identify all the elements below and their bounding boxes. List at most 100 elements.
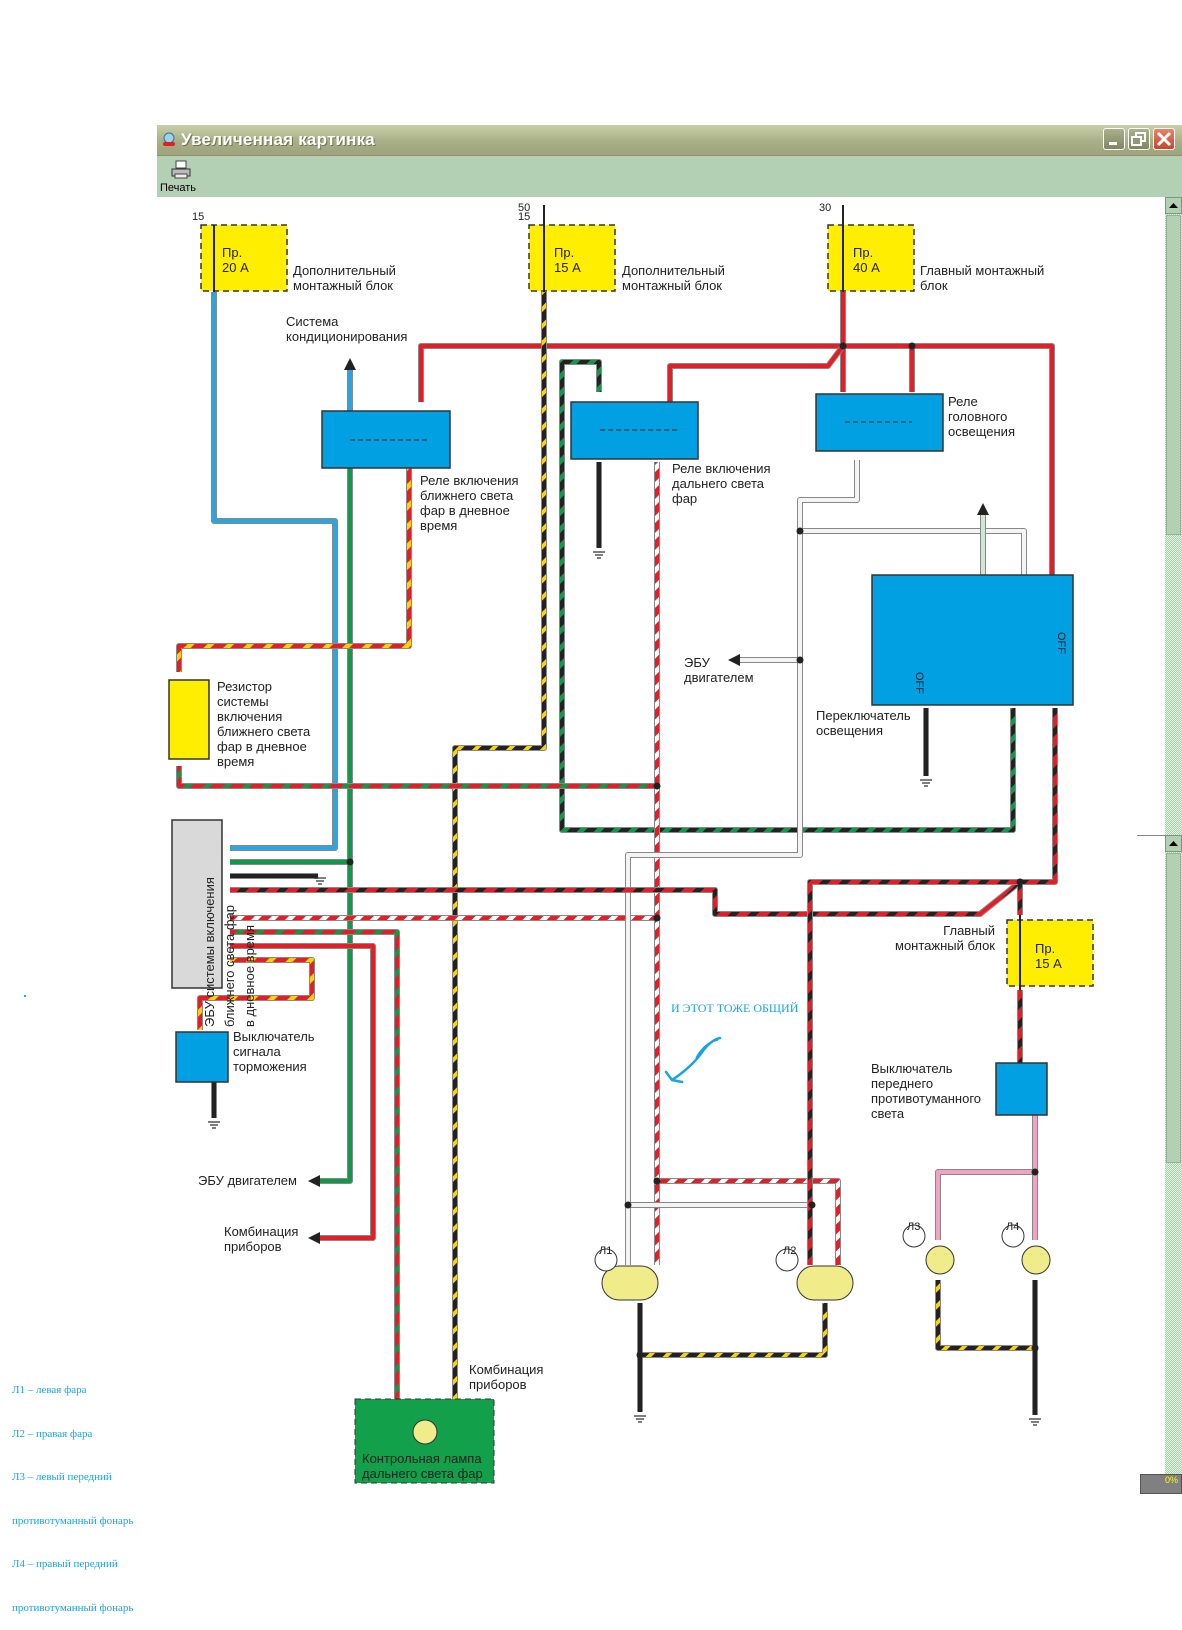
off-label-1: OFF	[913, 672, 925, 694]
junction-dot	[653, 1177, 661, 1185]
terminal-15b-label: 15	[518, 211, 531, 223]
junction-dot	[346, 858, 354, 866]
print-button[interactable]: Печать	[160, 158, 204, 196]
wire-blue	[212, 292, 337, 850]
lamp-l4-tag: Л4	[1006, 1221, 1020, 1233]
instrument-cluster-label-1: Комбинация приборов	[224, 1224, 299, 1254]
fuse-15a-label: Пр. 15 A	[554, 245, 581, 275]
restore-button[interactable]	[1128, 128, 1150, 150]
wire-white-outline	[625, 460, 860, 1265]
zoom-value: 0%	[1164, 1475, 1178, 1485]
arrow-left-icon	[308, 1175, 320, 1187]
wire-white-sw	[800, 529, 1026, 575]
high-beam-lamp-label: Контрольная лампа дальнего света фар	[362, 1451, 483, 1481]
light-switch-label: Переключатель освещения	[816, 708, 911, 738]
lamp-tag-circle	[902, 1224, 926, 1248]
terminal-15-label: 15	[192, 211, 205, 223]
fog-switch	[995, 1062, 1048, 1116]
annotation-arrow-icon	[664, 1036, 722, 1084]
junction-dot	[1031, 1344, 1039, 1352]
ground-icon	[1029, 1418, 1041, 1426]
legend-item: Л2 – правая фара	[12, 1427, 93, 1440]
wire-red-yellow-brake	[198, 958, 314, 1030]
arrow-left-icon	[308, 1232, 320, 1244]
wire-by-l	[640, 1303, 827, 1357]
lamp-l1-tag: Л1	[599, 1245, 613, 1257]
wire-red-cluster	[230, 944, 375, 1240]
resistor-label: Резистор системы включения ближнего свет…	[217, 679, 311, 769]
ground-icon	[208, 1121, 220, 1129]
resistor	[168, 679, 210, 760]
print-label: Печать	[160, 182, 197, 194]
legend-item: Л1 – левая фара	[12, 1384, 87, 1396]
light-switch	[871, 574, 1074, 706]
wire-black-green	[560, 360, 1015, 832]
wire-by-fog	[936, 1280, 1035, 1350]
ground-icon	[593, 551, 605, 559]
junction-dot	[796, 527, 804, 535]
fog-lamp-icon	[1021, 1245, 1051, 1275]
wire-red-black-2-outline	[807, 708, 1058, 1265]
wire-black-yellow-outline	[452, 292, 547, 1400]
scroll-up-button[interactable]	[1165, 197, 1182, 214]
aux-block-label-2: Дополнительный монтажный блок	[622, 263, 725, 293]
lamp-tag-circle	[1001, 1224, 1025, 1248]
wire-white-sw-outline	[800, 528, 1027, 575]
minimize-button[interactable]	[1103, 128, 1125, 150]
drl-ecu	[171, 819, 223, 989]
printer-icon	[171, 160, 191, 179]
scroll-thumb[interactable]	[1166, 215, 1181, 535]
splitter-line	[1137, 835, 1173, 836]
ground-icon	[314, 877, 326, 885]
arrow-up-icon	[1169, 841, 1178, 846]
legend: Л1 – левая фара Л2 – правая фара Л3 – ле…	[12, 1354, 133, 1630]
fuse-15a-fog	[1006, 919, 1094, 987]
scroll-up-button-2[interactable]	[1165, 835, 1182, 852]
junction-dot	[624, 1201, 632, 1209]
wiring-diagram: 15 50 15 30 Пр. 20 A Дополнительный монт…	[157, 197, 1165, 1494]
wire-by-l-outline	[640, 1303, 828, 1358]
wire-by-fog-outline	[935, 1280, 1035, 1351]
arrow-up-icon	[1169, 203, 1178, 208]
wire-red-yellow	[177, 465, 411, 672]
wire-green	[320, 465, 352, 1183]
toolbar: Печать	[157, 156, 1182, 197]
close-button[interactable]	[1153, 128, 1175, 150]
wire-red-black	[230, 880, 1022, 916]
drl-relay-label: Реле включения ближнего света фар в днев…	[420, 473, 519, 533]
window-title: Увеличенная картинка	[181, 130, 375, 149]
vertical-scrollbar[interactable]	[1165, 197, 1182, 1494]
headlamp-icon	[601, 1265, 659, 1301]
wire-red-green-res	[177, 766, 657, 788]
restore-icon	[1131, 132, 1146, 146]
title-bar[interactable]: Увеличенная картинка	[157, 125, 1182, 156]
ac-system-label: Система кондиционирования	[286, 314, 408, 344]
off-label-2: OFF	[1055, 632, 1067, 654]
legend-item: противотуманный фонарь	[12, 1514, 134, 1527]
minimize-icon	[1109, 142, 1117, 145]
engine-ecu-label-2: ЭБУ двигателем	[198, 1173, 297, 1188]
fuse-15a-fog-label: Пр. 15 A	[1035, 941, 1062, 971]
lamp-tag-circle	[775, 1248, 799, 1272]
fuse-20a	[200, 224, 288, 292]
terminal-50-label: 50	[518, 202, 531, 214]
zoom-indicator[interactable]: 0%	[1140, 1474, 1182, 1494]
wires	[176, 292, 1058, 1415]
fog-lamp-icon	[925, 1245, 955, 1275]
junction-dot	[653, 914, 661, 922]
close-icon	[1156, 131, 1172, 147]
fog-switch-label: Выключатель переднего противотуманного с…	[871, 1061, 982, 1121]
image-viewer-window: Увеличенная картинка Печать	[157, 125, 1182, 1494]
scroll-thumb-2[interactable]	[1166, 853, 1181, 1163]
wire-red-black-2	[808, 708, 1057, 1265]
legend-item: Л3 – левый передний	[12, 1471, 112, 1483]
arrow-up-icon	[977, 503, 989, 515]
junction-dot	[839, 342, 847, 350]
engine-ecu-label-1: ЭБУ двигателем	[684, 655, 754, 685]
aux-block-label-1: Дополнительный монтажный блок	[293, 263, 396, 293]
legend-item: противотуманный фонарь	[12, 1601, 134, 1614]
main-block-label-1: Главный монтажный блок	[920, 263, 1045, 293]
lamp-l2-tag: Л2	[783, 1245, 797, 1257]
brake-switch	[175, 1031, 229, 1083]
drl-ecu-label: ЭБУ системы включения ближнего света фар…	[202, 877, 257, 1027]
